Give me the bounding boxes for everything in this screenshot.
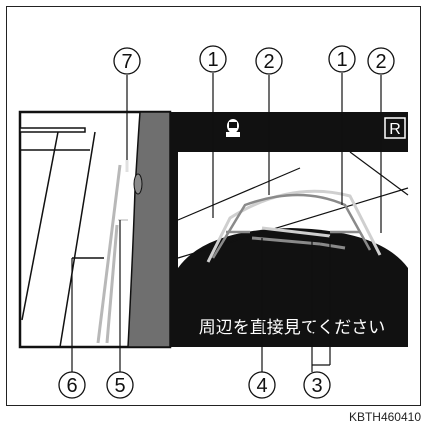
figure-code: KBTH460410 bbox=[348, 410, 421, 424]
svg-text:5: 5 bbox=[114, 375, 125, 397]
rear-camera-screen: R 周辺を直接見てください bbox=[170, 112, 409, 347]
svg-text:6: 6 bbox=[66, 375, 77, 397]
callout-2-left: 2 bbox=[255, 47, 283, 75]
callout-6: 6 bbox=[58, 371, 86, 399]
callout-leaders bbox=[71, 73, 382, 372]
svg-text:2: 2 bbox=[263, 51, 274, 73]
figure-frame bbox=[6, 6, 421, 406]
gear-indicator: R bbox=[389, 121, 401, 138]
gear-indicator-box bbox=[384, 117, 406, 139]
callout-2-right: 2 bbox=[367, 47, 395, 75]
svg-text:4: 4 bbox=[256, 375, 267, 397]
callout-1-right: 1 bbox=[328, 45, 356, 73]
svg-text:3: 3 bbox=[311, 375, 322, 397]
svg-text:7: 7 bbox=[121, 51, 132, 73]
callout-7: 7 bbox=[113, 47, 141, 75]
callout-4: 4 bbox=[248, 371, 276, 399]
car-sensor-icon bbox=[226, 119, 240, 137]
callout-5: 5 bbox=[106, 371, 134, 399]
svg-text:1: 1 bbox=[336, 49, 347, 71]
svg-text:1: 1 bbox=[207, 49, 218, 71]
side-view-panel bbox=[18, 110, 172, 349]
svg-text:2: 2 bbox=[375, 51, 386, 73]
warning-message: 周辺を直接見てください bbox=[199, 318, 386, 338]
callout-1-left: 1 bbox=[199, 45, 227, 73]
callout-3: 3 bbox=[303, 371, 331, 399]
